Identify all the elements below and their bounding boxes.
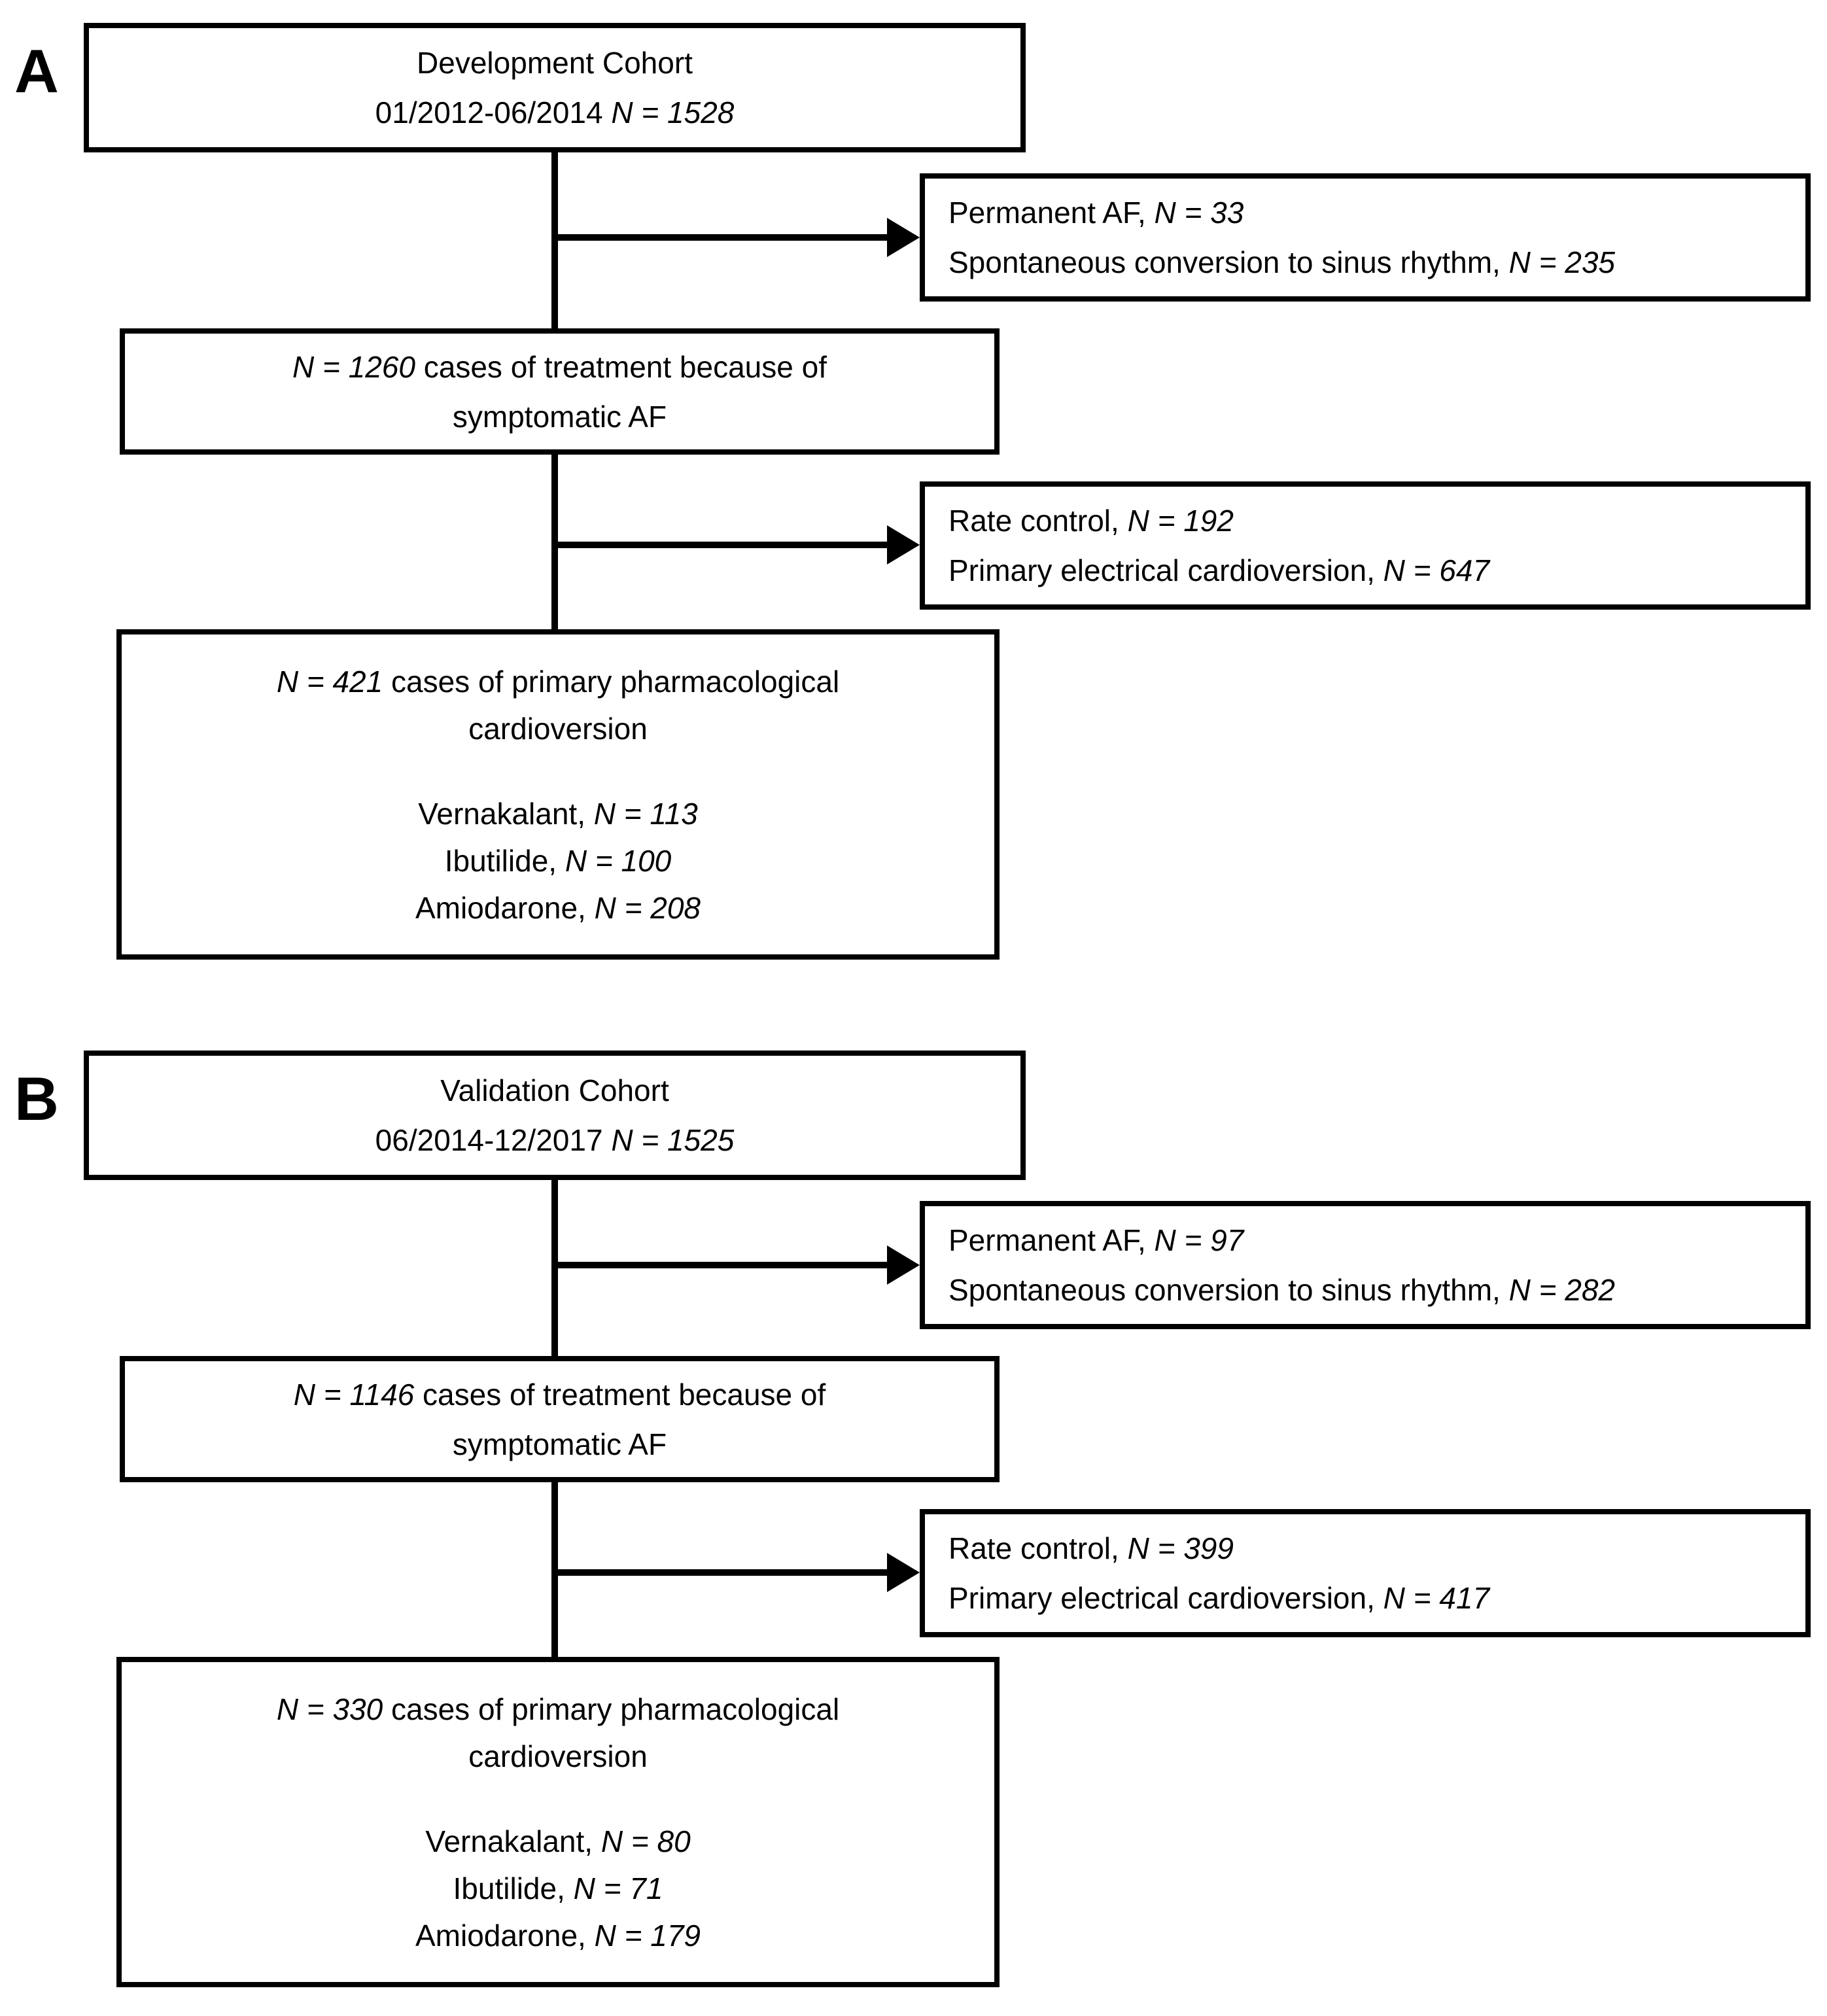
pharm-n: N = 421	[276, 664, 383, 699]
pharm-line-2: cardioversion	[468, 1739, 648, 1773]
exclusion-line: Spontaneous conversion to sinus rhythm, …	[948, 1265, 1615, 1315]
exclusion-label: Spontaneous conversion to sinus rhythm,	[948, 1273, 1509, 1307]
exclusion-line: Spontaneous conversion to sinus rhythm, …	[948, 237, 1615, 287]
branch-line-2	[555, 1569, 888, 1576]
cohort-n: N = 1525	[611, 1123, 735, 1157]
exclusion-n: N = 282	[1508, 1273, 1615, 1307]
exclusion-n: N = 33	[1154, 196, 1244, 230]
drug-line: Ibutilide, N = 100	[445, 837, 672, 884]
drug-line: Ibutilide, N = 71	[453, 1865, 663, 1912]
treatment-line-1: N = 1146 cases of treatment because of	[294, 1370, 826, 1419]
exclusion-label: Rate control,	[948, 1531, 1128, 1565]
treatment-box: N = 1146 cases of treatment because of s…	[120, 1356, 1000, 1482]
exclusion-label: Rate control,	[948, 504, 1128, 538]
treatment-box: N = 1260 cases of treatment because of s…	[120, 328, 1000, 455]
exclusion-line: Permanent AF, N = 33	[948, 188, 1244, 237]
pharm-n: N = 330	[276, 1692, 383, 1726]
exclusion-n: N = 399	[1127, 1531, 1234, 1565]
exclusion-line: Primary electrical cardioversion, N = 64…	[948, 546, 1489, 595]
exclusion-box-2: Rate control, N = 192 Primary electrical…	[920, 481, 1811, 610]
drug-n: N = 179	[594, 1918, 701, 1953]
exclusion-label: Permanent AF,	[948, 1223, 1155, 1257]
cohort-n: N = 1528	[611, 96, 735, 130]
connector-vertical-2	[551, 1481, 558, 1657]
exclusion-box-1: Permanent AF, N = 97 Spontaneous convers…	[920, 1201, 1811, 1329]
treatment-text: cases of treatment because of	[415, 349, 827, 384]
arrow-head-1	[887, 1245, 920, 1285]
drug-n: N = 71	[573, 1871, 663, 1905]
exclusion-n: N = 192	[1127, 504, 1234, 538]
cohort-period: 01/2012-06/2014	[375, 96, 612, 130]
pharm-box: N = 421 cases of primary pharmacological…	[116, 629, 1000, 960]
drug-label: Vernakalant,	[425, 1824, 601, 1858]
cohort-subtitle: 06/2014-12/2017 N = 1525	[375, 1115, 735, 1165]
cohort-subtitle: 01/2012-06/2014 N = 1528	[375, 88, 735, 137]
exclusion-label: Permanent AF,	[948, 196, 1155, 230]
exclusion-n: N = 417	[1383, 1581, 1490, 1615]
exclusion-box-1: Permanent AF, N = 33 Spontaneous convers…	[920, 173, 1811, 302]
pharm-line-2: cardioversion	[468, 711, 648, 746]
cohort-title: Development Cohort	[417, 46, 693, 80]
panel-b: B Validation Cohort 06/2014-12/2017 N = …	[0, 1028, 1827, 2016]
branch-line-1	[555, 234, 888, 241]
drug-line: Vernakalant, N = 113	[418, 790, 698, 837]
drug-line: Amiodarone, N = 208	[415, 884, 701, 931]
treatment-text: cases of treatment because of	[414, 1377, 826, 1412]
treatment-line-1: N = 1260 cases of treatment because of	[292, 342, 827, 392]
arrow-head-1	[887, 218, 920, 257]
pharm-text: cases of primary pharmacological	[383, 664, 840, 699]
drug-label: Amiodarone,	[415, 890, 595, 925]
cohort-box: Development Cohort 01/2012-06/2014 N = 1…	[84, 23, 1026, 152]
treatment-line-2: symptomatic AF	[452, 399, 667, 434]
panel-b-label: B	[14, 1064, 59, 1133]
branch-line-2	[555, 542, 888, 548]
exclusion-label: Primary electrical cardioversion,	[948, 553, 1383, 587]
exclusion-label: Spontaneous conversion to sinus rhythm,	[948, 245, 1509, 279]
pharm-line-1: N = 421 cases of primary pharmacological	[277, 658, 839, 705]
drug-label: Vernakalant,	[418, 796, 594, 831]
pharm-box: N = 330 cases of primary pharmacological…	[116, 1657, 1000, 1987]
cohort-title: Validation Cohort	[440, 1073, 669, 1107]
exclusion-n: N = 647	[1383, 553, 1490, 587]
drug-label: Ibutilide,	[453, 1871, 574, 1905]
arrow-head-2	[887, 1553, 920, 1592]
exclusion-n: N = 235	[1508, 245, 1615, 279]
exclusion-label: Primary electrical cardioversion,	[948, 1581, 1383, 1615]
drug-n: N = 100	[565, 843, 672, 878]
drug-label: Amiodarone,	[415, 1918, 595, 1953]
branch-line-1	[555, 1262, 888, 1268]
exclusion-box-2: Rate control, N = 399 Primary electrical…	[920, 1509, 1811, 1637]
panel-a: A Development Cohort 01/2012-06/2014 N =…	[0, 0, 1827, 988]
exclusion-line: Permanent AF, N = 97	[948, 1215, 1244, 1265]
pharm-text: cases of primary pharmacological	[383, 1692, 840, 1726]
arrow-head-2	[887, 525, 920, 565]
drug-n: N = 80	[600, 1824, 691, 1858]
drug-label: Ibutilide,	[444, 843, 565, 878]
cohort-box: Validation Cohort 06/2014-12/2017 N = 15…	[84, 1051, 1026, 1180]
pharm-line-1: N = 330 cases of primary pharmacological	[277, 1686, 839, 1733]
panel-a-label: A	[14, 37, 59, 105]
drug-line: Vernakalant, N = 80	[425, 1818, 690, 1865]
drug-n: N = 208	[594, 890, 701, 925]
drug-line: Amiodarone, N = 179	[415, 1912, 701, 1959]
exclusion-line: Rate control, N = 192	[948, 496, 1234, 546]
exclusion-n: N = 97	[1154, 1223, 1244, 1257]
drug-n: N = 113	[593, 796, 698, 831]
exclusion-line: Rate control, N = 399	[948, 1523, 1234, 1573]
treatment-line-2: symptomatic AF	[452, 1427, 667, 1461]
treatment-n: N = 1146	[293, 1377, 415, 1412]
connector-vertical-2	[551, 453, 558, 629]
exclusion-line: Primary electrical cardioversion, N = 41…	[948, 1573, 1489, 1623]
treatment-n: N = 1260	[292, 349, 415, 384]
cohort-period: 06/2014-12/2017	[375, 1123, 612, 1157]
